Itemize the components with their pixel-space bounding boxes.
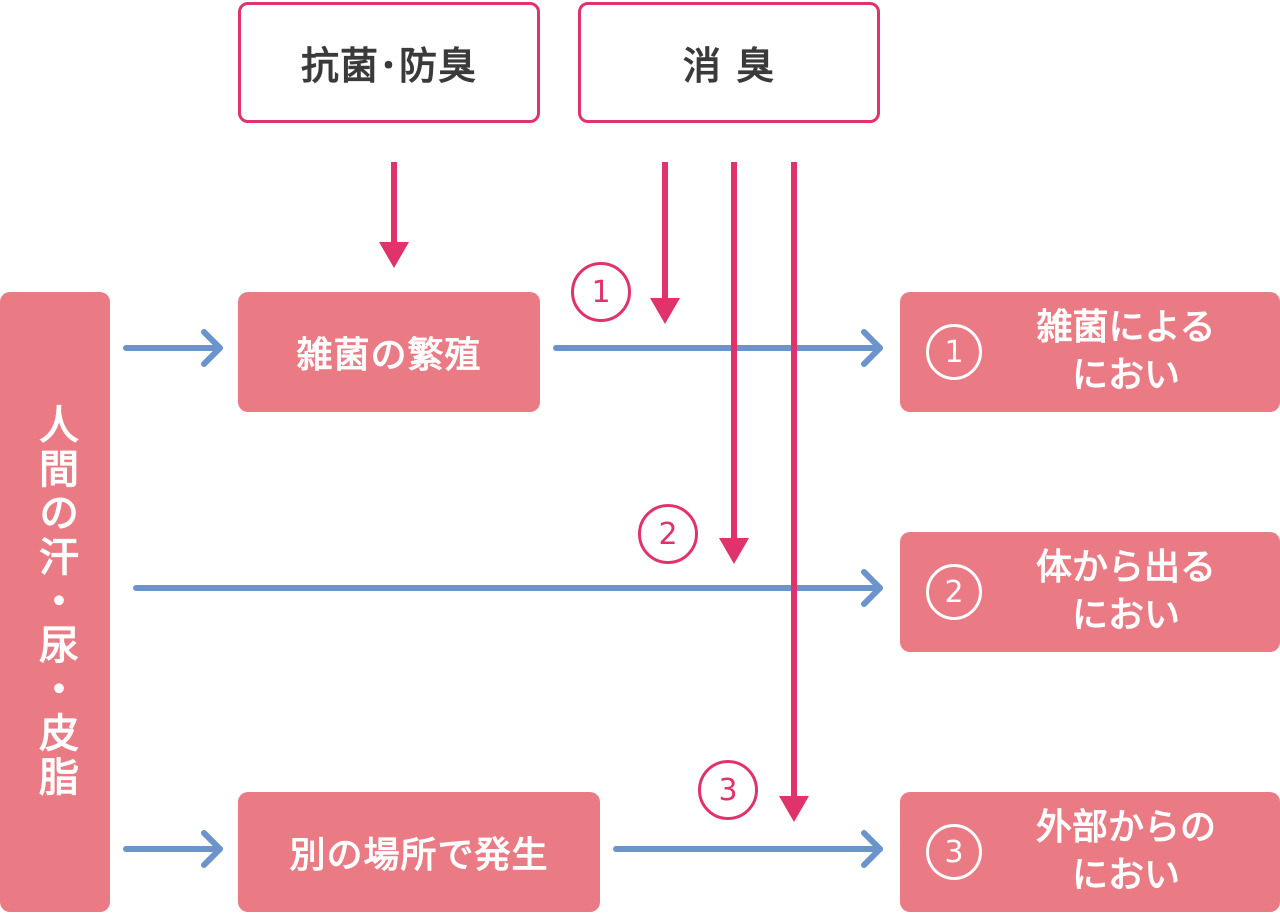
arrow-bacteria-to-result-1	[553, 329, 883, 367]
arrow-source-to-result-2	[133, 569, 883, 607]
antibacterial-deodorant-label: 抗菌･防臭	[300, 44, 477, 88]
bacteria-growth-label: 雑菌の繁殖	[296, 335, 482, 376]
marker-2: 2	[638, 504, 698, 564]
result-2-text: 体から出る におい	[982, 544, 1280, 640]
result-3-line1: 外部からの	[1035, 807, 1216, 848]
elsewhere-box: 別の場所で発生	[238, 792, 600, 912]
result-1-box: 1 雑菌による におい	[900, 292, 1280, 412]
result-3-number: 3	[926, 824, 982, 880]
antibacterial-deodorant-box: 抗菌･防臭	[238, 2, 540, 123]
result-3-text: 外部からの におい	[982, 804, 1280, 900]
result-3-box: 3 外部からの におい	[900, 792, 1280, 912]
deodorize-label: 消 臭	[682, 44, 776, 88]
arrow-deodorize-2	[719, 162, 749, 564]
arrow-source-to-elsewhere	[123, 830, 223, 868]
elsewhere-label: 別の場所で発生	[289, 835, 549, 876]
pink-arrows	[379, 162, 809, 822]
arrow-source-to-bacteria	[123, 329, 223, 367]
deodorize-box: 消 臭	[578, 2, 880, 123]
marker-1-label: 1	[591, 274, 611, 310]
result-1-number: 1	[926, 324, 982, 380]
arrow-elsewhere-to-result-3	[613, 830, 883, 868]
result-2-box: 2 体から出る におい	[900, 532, 1280, 652]
marker-1: 1	[571, 262, 631, 322]
result-1-text: 雑菌による におい	[982, 304, 1280, 400]
source-box: 人間の汗・尿・皮脂	[0, 292, 110, 912]
arrow-antibacterial-down	[379, 162, 409, 268]
source-label: 人間の汗・尿・皮脂	[32, 404, 78, 800]
bacteria-growth-box: 雑菌の繁殖	[238, 292, 540, 412]
result-2-line2: におい	[1071, 595, 1180, 636]
blue-arrows	[123, 329, 883, 868]
result-1-line1: 雑菌による	[1036, 307, 1216, 348]
arrow-deodorize-1	[650, 162, 680, 324]
result-2-number: 2	[926, 564, 982, 620]
result-1-line2: におい	[1071, 355, 1180, 396]
marker-3: 3	[698, 760, 758, 820]
marker-2-label: 2	[658, 516, 678, 552]
arrow-deodorize-3	[779, 162, 809, 822]
result-2-line1: 体から出る	[1035, 547, 1216, 588]
result-3-line2: におい	[1071, 855, 1180, 896]
marker-3-label: 3	[718, 772, 738, 808]
